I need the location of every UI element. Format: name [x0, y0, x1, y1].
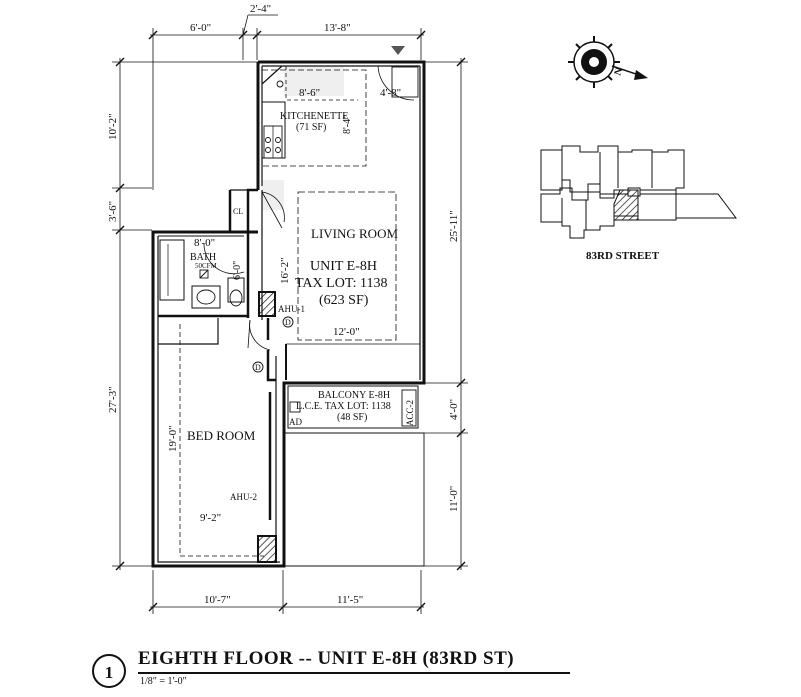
dimension-ticks	[115, 30, 466, 612]
label-bedroom: BED ROOM	[187, 428, 256, 443]
dim-top-right: 13'-8"	[324, 22, 351, 34]
compass: N	[568, 36, 648, 88]
label-d1: D	[285, 318, 291, 327]
dim-bed-w: 9'-2"	[200, 512, 221, 524]
key-plan-highlighted-unit	[613, 189, 639, 221]
label-ahu-1: AHU-1	[278, 304, 305, 314]
title-underline	[138, 672, 570, 674]
dim-bath-w: 8'-0"	[194, 237, 215, 249]
dim-bed-h: 19'-0"	[167, 425, 179, 452]
door-swings	[203, 65, 415, 351]
dim-bottom-left: 10'-7"	[204, 594, 231, 606]
label-closet: CL	[233, 207, 243, 216]
label-kitchenette-sf: (71 SF)	[296, 122, 326, 133]
dim-bath-h: 6'-0"	[232, 261, 243, 280]
fixtures	[199, 80, 294, 373]
label-balcony: BALCONY E-8H	[318, 390, 390, 401]
drawing-scale: 1/8" = 1'-0"	[140, 676, 187, 687]
dim-left-2: 3'-6"	[107, 201, 119, 222]
dimension-labels: 6'-0" 2'-4" 13'-8" 10'-2" 3'-6" 27'-3" 2…	[107, 3, 460, 606]
ahu-2-unit	[257, 535, 277, 563]
label-tax-lot: TAX LOT: 1138	[295, 276, 388, 291]
label-bath-sub: 50CFM	[195, 262, 218, 270]
compass-north-label: N	[612, 66, 625, 77]
label-acc: ACC-2	[405, 400, 415, 426]
label-balcony-sf: (48 SF)	[337, 412, 367, 423]
label-balcony-lot: L.C.E. TAX LOT: 1138	[296, 401, 391, 412]
label-living-room: LIVING ROOM	[311, 226, 398, 241]
dim-top-jog: 2'-4"	[250, 3, 271, 15]
dim-left-3: 27'-3"	[107, 386, 119, 413]
drawing-number: 1	[92, 654, 126, 688]
drawing-title: EIGHTH FLOOR -- UNIT E-8H (83RD ST)	[138, 648, 515, 669]
label-d2: D	[255, 363, 261, 372]
label-unit-sf: (623 SF)	[319, 293, 369, 308]
dim-living-h: 16'-2"	[279, 257, 291, 284]
dim-kit-h: 8'-4"	[342, 115, 353, 134]
ahu-units	[257, 291, 277, 563]
key-plan	[540, 145, 737, 239]
key-plan-street-label: 83RD STREET	[586, 250, 660, 262]
room-labels: KITCHENETTE (71 SF) LIVING ROOM UNIT E-8…	[187, 111, 415, 502]
dim-right-3: 11'-0"	[448, 486, 460, 512]
dim-living-w: 12'-0"	[333, 326, 360, 338]
dim-kit-r: 4'-8"	[380, 87, 401, 99]
walls	[151, 60, 426, 568]
dim-right-2: 4'-0"	[448, 399, 460, 420]
dim-left-1: 10'-2"	[107, 113, 119, 140]
dim-top-left: 6'-0"	[190, 22, 211, 34]
label-bath: BATH	[190, 252, 216, 263]
label-unit: UNIT E-8H	[310, 259, 377, 274]
dimension-lines	[112, 14, 468, 614]
label-kitchenette: KITCHENETTE	[280, 111, 348, 122]
label-ad: AD	[289, 417, 302, 427]
dim-right-1: 25'-11"	[448, 210, 460, 242]
ahu-1-unit	[258, 291, 276, 317]
label-ahu-2: AHU-2	[230, 492, 257, 502]
dim-kit-w: 8'-6"	[299, 87, 320, 99]
dim-bottom-right: 11'-5"	[337, 594, 363, 606]
north-marker-triangle	[391, 46, 405, 55]
shaded-areas	[262, 66, 344, 210]
